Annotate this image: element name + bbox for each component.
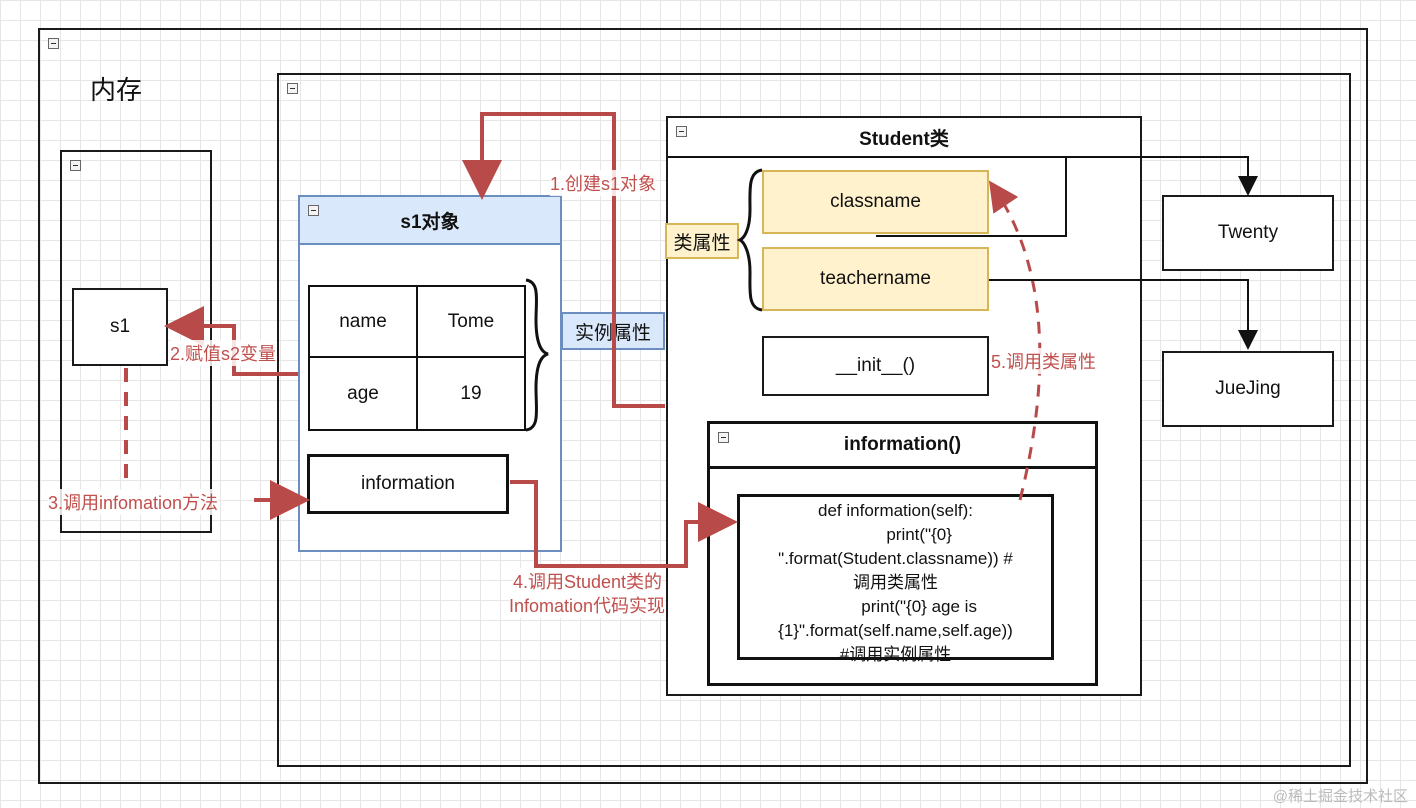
code-line: print("{0} age is <box>814 597 977 616</box>
collapse-icon[interactable] <box>287 83 298 94</box>
student-class-title: Student类 <box>859 128 949 150</box>
code-line: 调用类属性 <box>853 573 938 592</box>
s1-object-header: s1对象 <box>300 197 560 245</box>
annotation-step3: 3.调用infomation方法 <box>48 489 219 515</box>
annotation-step4-line1: 4.调用Student类的 <box>513 568 663 594</box>
heap-frame <box>277 73 1351 767</box>
brace-class <box>736 168 763 312</box>
s1-variable: s1 <box>72 288 168 366</box>
init-method: __init__() <box>762 336 989 396</box>
code-line: def information(self): <box>818 501 973 520</box>
link-classname-twenty <box>876 156 1258 237</box>
twenty-value: Twenty <box>1162 195 1334 271</box>
code-line: ".format(Student.classname)) # <box>778 549 1013 568</box>
memory-title: 内存 <box>90 75 143 105</box>
collapse-icon[interactable] <box>308 205 319 216</box>
attr-age-value: 19 <box>460 382 482 404</box>
watermark: @稀土掘金技术社区 <box>1272 788 1408 805</box>
annotation-step2: 2.赋值s2变量 <box>170 340 277 366</box>
attr-table: name Tome age 19 <box>308 285 526 431</box>
code-line: {1}".format(self.name,self.age)) <box>778 621 1013 640</box>
code-block: def information(self): print("{0} ".form… <box>737 494 1054 664</box>
memory-frame <box>38 28 1368 784</box>
code-text: def information(self): print("{0} ".form… <box>742 499 1049 667</box>
attr-name-key: name <box>310 287 418 358</box>
arrow-class-attr <box>988 180 1042 501</box>
attr-age-key: age <box>310 358 418 429</box>
student-class-header: Student类 <box>668 118 1140 158</box>
classname-attr: classname <box>762 170 989 234</box>
code-line: #调用实例属性 <box>839 645 952 664</box>
arrow-create-s1 <box>462 112 665 408</box>
collapse-icon[interactable] <box>70 160 81 171</box>
brace-instance <box>525 278 549 432</box>
link-teachername-juejing <box>989 279 1258 350</box>
attr-name-value: Tome <box>418 287 524 358</box>
arrow-call-student-impl <box>510 480 738 568</box>
collapse-icon[interactable] <box>718 432 729 443</box>
collapse-icon[interactable] <box>676 126 687 137</box>
collapse-icon[interactable] <box>48 38 59 49</box>
information-method-label: information <box>361 473 455 494</box>
code-line: print("{0} <box>839 525 952 544</box>
teachername-attr: teachername <box>762 247 989 311</box>
s1-object-title: s1对象 <box>400 211 460 233</box>
class-attr-label: 类属性 <box>665 223 739 259</box>
information-method-header: information() <box>710 424 1095 469</box>
annotation-step5: 5.调用类属性 <box>991 348 1097 374</box>
annotation-step1: 1.创建s1对象 <box>550 170 657 196</box>
juejing-value: JueJing <box>1162 351 1334 427</box>
s1-label: s1 <box>109 316 131 337</box>
information-method-title: information() <box>843 434 962 455</box>
annotation-step4-line2: Infomation代码实现 <box>509 592 666 618</box>
